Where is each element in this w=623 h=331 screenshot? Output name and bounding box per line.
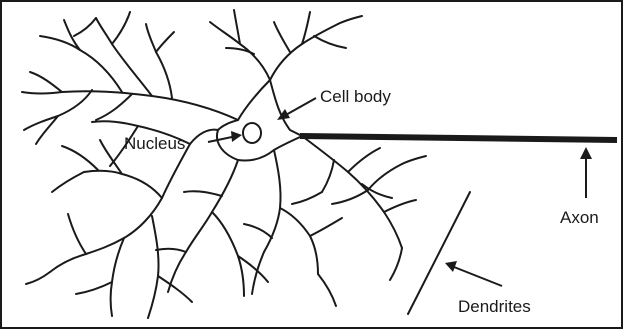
dendrites-label: Dendrites [458, 298, 531, 315]
nucleus-label: Nucleus [124, 135, 185, 152]
cell-body-label: Cell body [320, 88, 391, 105]
axon-label: Axon [560, 209, 599, 226]
cell-body-outline [217, 80, 302, 161]
dendrite-lower-right [302, 136, 402, 248]
arrow-cell-body [277, 98, 316, 120]
arrow-nucleus [208, 131, 242, 142]
nucleus-ellipse [243, 123, 261, 143]
dendrite-top [210, 22, 270, 80]
arrow-dendrites [445, 261, 502, 286]
dendrite-separate-line [408, 192, 470, 314]
arrow-axon [580, 147, 592, 198]
dendrite-lower-middle [168, 160, 238, 292]
axon-line [300, 136, 617, 140]
